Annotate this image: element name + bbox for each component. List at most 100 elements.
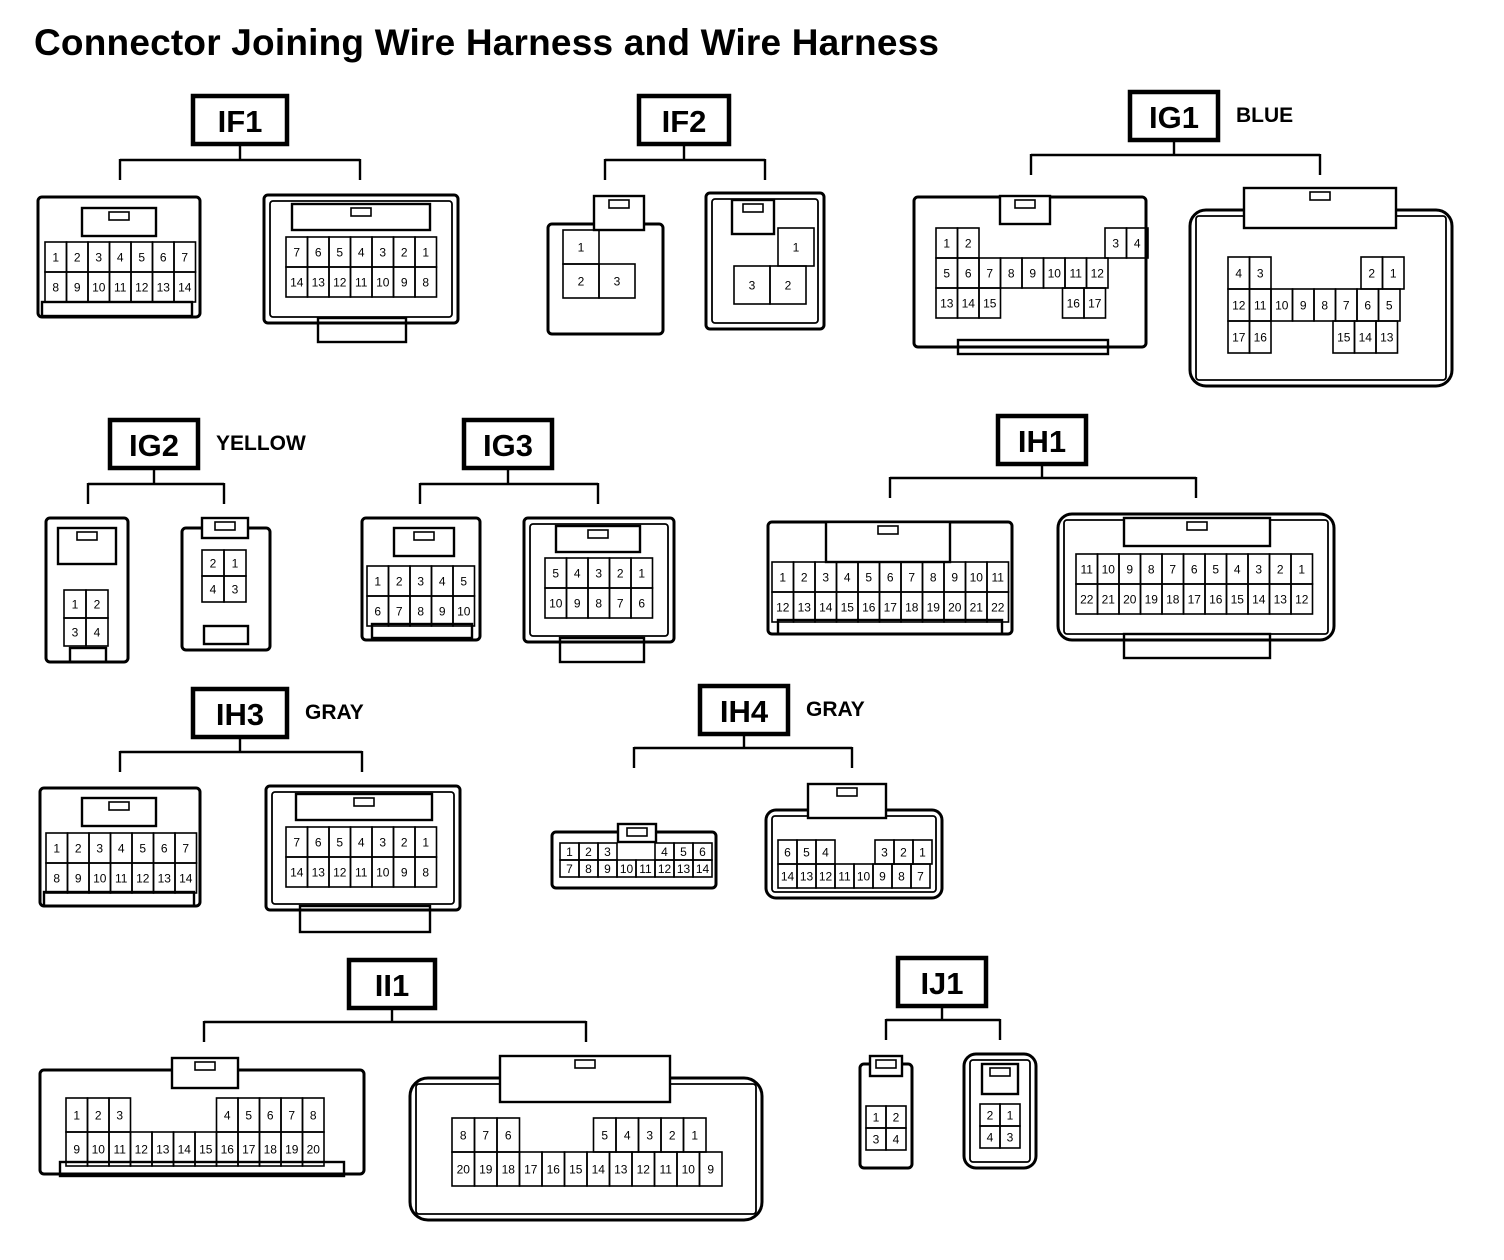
pin-number: 2 — [578, 275, 585, 289]
pin-number: 13 — [158, 872, 172, 886]
pin-number: 18 — [1166, 593, 1180, 607]
pin-number: 12 — [1295, 593, 1309, 607]
pin-number: 10 — [682, 1163, 696, 1177]
pin-number: 7 — [288, 1109, 295, 1123]
connector-label-ig3: IG3 — [418, 417, 600, 504]
pin-number: 1 — [873, 1111, 880, 1125]
pin-number: 12 — [333, 276, 347, 290]
pairing-bracket — [418, 468, 600, 504]
pin-number: 9 — [1029, 267, 1036, 281]
mounting-rail — [316, 316, 408, 344]
pin-number: 2 — [669, 1129, 676, 1143]
pin-number: 5 — [865, 571, 872, 585]
pin-number: 19 — [1145, 593, 1159, 607]
mounting-rail — [956, 338, 1110, 356]
pin-number: 12 — [658, 862, 672, 876]
pin-number: 10 — [970, 571, 984, 585]
pin-number: 3 — [379, 836, 386, 850]
pin-number: 13 — [157, 281, 171, 295]
pin-number: 16 — [221, 1143, 235, 1157]
pin-number: 1 — [52, 251, 59, 265]
pin-number: 10 — [376, 276, 390, 290]
pin-number: 4 — [210, 583, 217, 597]
pin-number: 2 — [801, 571, 808, 585]
pin-number: 10 — [93, 872, 107, 886]
pin-number: 1 — [638, 567, 645, 581]
pin-number: 7 — [908, 571, 915, 585]
pin-number: 12 — [135, 1143, 149, 1157]
pairing-bracket — [884, 1006, 1002, 1040]
pin-cavity — [173, 271, 197, 303]
pin-number: 21 — [1102, 593, 1116, 607]
pin-number: 11 — [660, 1163, 673, 1177]
pin-number: 7 — [293, 836, 300, 850]
connector-label-ii1: II1 — [202, 957, 588, 1042]
pin-number: 14 — [178, 1143, 192, 1157]
housing-inner — [415, 1083, 757, 1215]
pin-number: 15 — [983, 297, 997, 311]
locking-latch — [980, 1062, 1020, 1096]
connector-label-ij1: IJ1 — [884, 955, 1002, 1040]
pairing-bracket — [1029, 140, 1322, 175]
pin-cavity — [630, 587, 654, 619]
housing-inner — [969, 1059, 1031, 1163]
pin-number: 1 — [919, 846, 926, 860]
pin-number: 1 — [566, 845, 573, 859]
pin-number: 17 — [524, 1163, 538, 1177]
pin-number: 12 — [637, 1163, 651, 1177]
pin-number: 1 — [422, 246, 429, 260]
pin-number: 8 — [1148, 563, 1155, 577]
latch-tab — [108, 801, 130, 811]
pin-number: 8 — [422, 866, 429, 880]
pin-number: 5 — [552, 567, 559, 581]
connector-label-if2: IF2 — [603, 93, 767, 180]
connector-housing — [1056, 512, 1336, 642]
pin-number: 1 — [53, 842, 60, 856]
pin-cavity — [414, 856, 438, 888]
locking-latch — [868, 1054, 904, 1078]
pin-number: 3 — [822, 571, 829, 585]
pin-number: 3 — [1257, 267, 1264, 281]
mounting-rail — [1122, 632, 1272, 660]
pin-number: 14 — [290, 276, 304, 290]
pin-number: 6 — [315, 836, 322, 850]
pin-number: 9 — [401, 276, 408, 290]
connector-color: GRAY — [305, 701, 364, 724]
latch-tab — [742, 203, 764, 213]
pin-number: 20 — [457, 1163, 471, 1177]
connector-housing — [264, 784, 462, 912]
connector-code: II1 — [375, 968, 409, 1003]
pin-number: 1 — [72, 598, 79, 612]
latch-tab — [877, 525, 899, 535]
pin-number: 6 — [784, 846, 791, 860]
pin-cavity — [1083, 287, 1107, 319]
pin-number: 8 — [53, 872, 60, 886]
pin-number: 12 — [135, 281, 149, 295]
pin-number: 6 — [887, 571, 894, 585]
connector-housing — [360, 516, 482, 642]
pin-number: 2 — [965, 237, 972, 251]
pin-number: 13 — [156, 1143, 170, 1157]
pin-cavity — [85, 617, 109, 647]
pin-number: 10 — [92, 281, 106, 295]
pin-number: 17 — [1088, 297, 1102, 311]
pin-number: 9 — [74, 281, 81, 295]
pin-number: 10 — [1048, 267, 1062, 281]
pin-number: 5 — [1212, 563, 1219, 577]
pin-number: 4 — [822, 846, 829, 860]
pin-number: 15 — [569, 1163, 583, 1177]
pin-number: 12 — [136, 872, 150, 886]
pin-number: 3 — [1007, 1131, 1014, 1145]
pin-number: 15 — [199, 1143, 213, 1157]
pin-number: 2 — [617, 567, 624, 581]
pin-number: 16 — [1067, 297, 1081, 311]
pin-number: 1 — [1390, 267, 1397, 281]
pin-number: 16 — [862, 601, 876, 615]
pin-number: 1 — [943, 237, 950, 251]
pin-number: 1 — [691, 1129, 698, 1143]
